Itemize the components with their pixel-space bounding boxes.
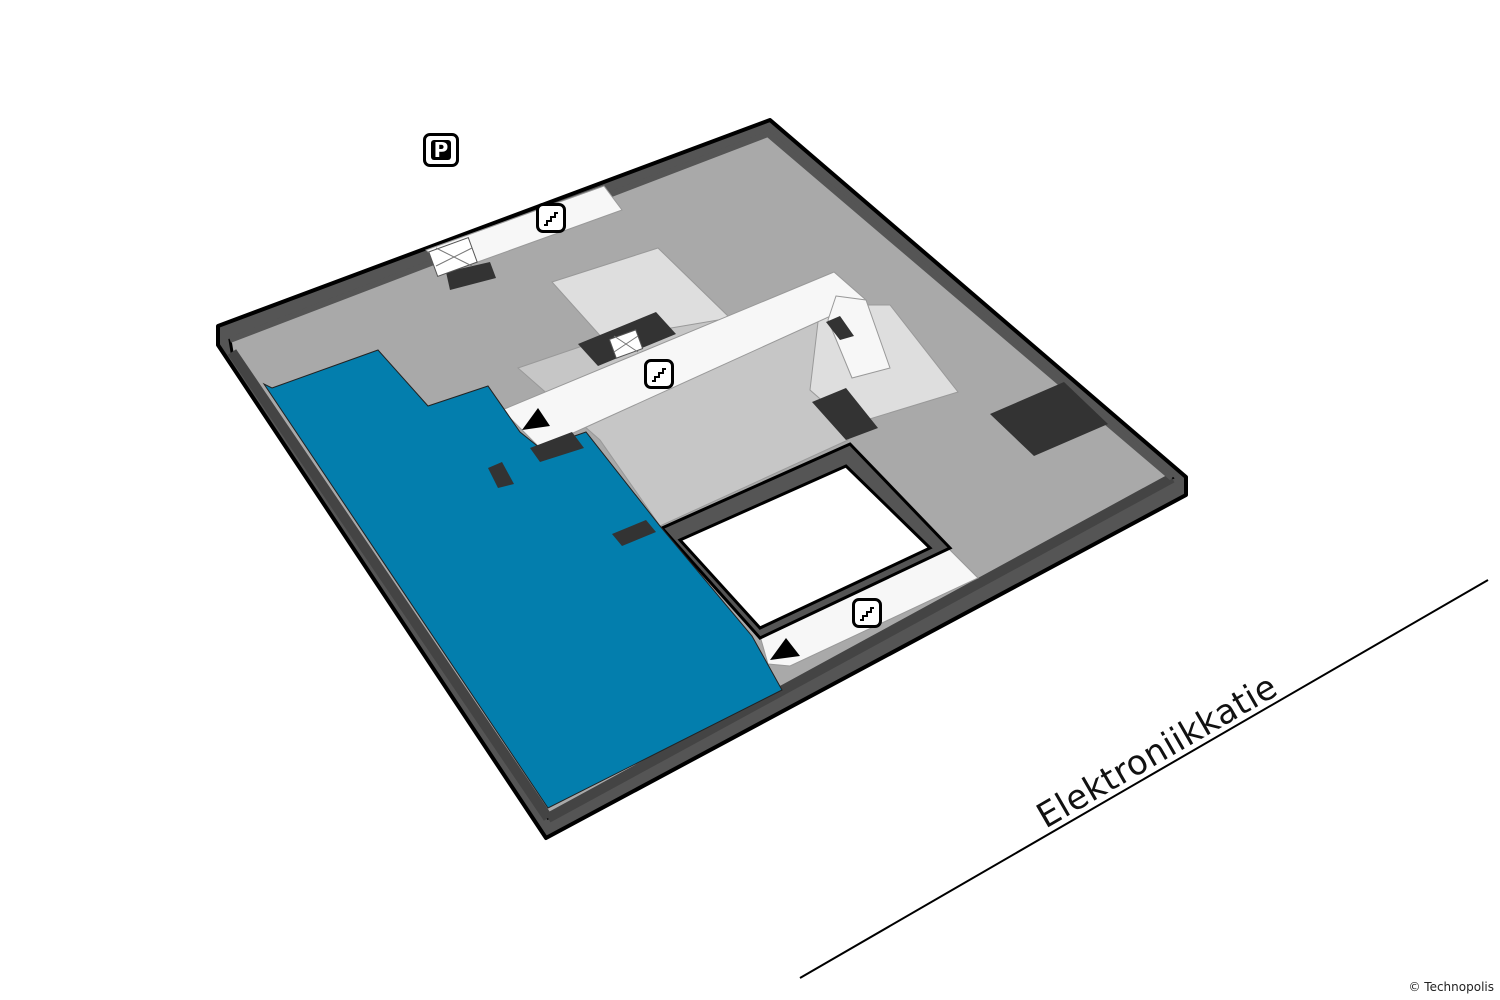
elevator-icon xyxy=(608,329,644,359)
courtyard xyxy=(677,464,933,630)
corridor-right xyxy=(827,295,891,379)
copyright-text: © Technopolis xyxy=(1408,980,1494,994)
stairs-icon xyxy=(644,359,674,389)
dark-block-6 xyxy=(812,388,878,440)
street-line xyxy=(799,579,1489,979)
entrance-arrow-icon xyxy=(770,638,800,660)
elevator-icon xyxy=(428,236,478,278)
stairs-icon xyxy=(852,598,882,628)
inner-wall-right xyxy=(545,473,1175,823)
highlighted-area xyxy=(262,349,783,809)
dark-block-7 xyxy=(826,316,854,340)
dark-block-1 xyxy=(446,262,496,290)
dark-block-4 xyxy=(488,462,514,488)
inner-wall-top xyxy=(228,130,1174,481)
inner-wall-left xyxy=(227,349,553,821)
dark-block-8 xyxy=(990,382,1108,456)
parking-icon: P xyxy=(423,133,459,167)
dark-block-3 xyxy=(530,432,584,462)
entrance-arrow-icon xyxy=(522,408,550,430)
stairs-icon xyxy=(536,203,566,233)
dark-block-5 xyxy=(612,520,656,546)
